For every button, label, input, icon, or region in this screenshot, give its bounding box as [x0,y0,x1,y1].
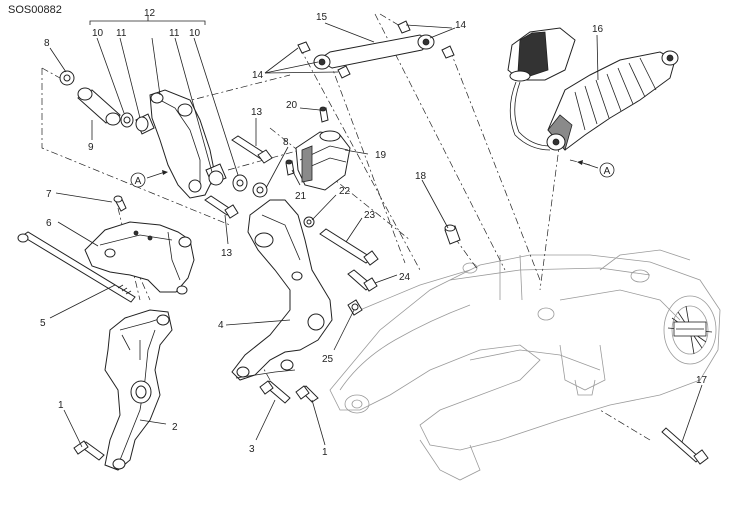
callout-25: 25 [322,354,334,365]
part-12-rocker-arm [149,89,216,199]
callout-10-right: 10 [189,28,201,39]
callout-18: 18 [415,171,427,182]
part-1-bolt-center [295,385,319,403]
part-20-screw [319,106,329,123]
svg-text:A: A [135,176,142,187]
callout-5: 5 [40,318,46,329]
callout-20: 20 [286,100,298,111]
part-14-bushing-c [397,20,411,34]
callout-6: 6 [46,218,52,229]
callout-23: 23 [364,210,376,221]
callout-21: 21 [295,191,307,202]
svg-text:A: A [604,166,611,177]
part-10-seal-right [232,174,248,192]
part-18-spacer [444,224,461,245]
part-25-nut [347,299,363,316]
part-5-long-bolt [17,231,136,303]
part-3-bolt [259,380,291,404]
callout-8-right: 8 [283,137,289,148]
callout-7: 7 [46,189,52,200]
part-8-washer-left [59,70,75,86]
part-6-bracket [84,221,195,295]
callout-11-right: 11 [169,28,180,39]
callout-13-lower: 13 [221,248,233,259]
callout-numbers: 12 8 10 11 11 10 9 13 8 13 7 6 5 4 1 2 3… [40,8,708,458]
part-9-bushing [77,87,121,126]
part-11-bearing-left [135,113,155,135]
part-15-tie-rod [313,34,435,70]
callout-10-left: 10 [92,28,104,39]
callout-8-top: 8 [44,38,50,49]
part-21-screw [285,159,295,176]
callout-1-left: 1 [58,400,64,411]
part-10-seal-left [120,112,134,128]
callout-16: 16 [592,24,604,35]
part-19-rubber-block [295,130,351,191]
part-14-bushing-b [337,65,351,79]
reference-marker-right: A [577,160,615,178]
part-17-bolt [661,427,709,465]
part-23-bolt [319,228,379,266]
callout-17: 17 [696,375,708,386]
callout-13-upper: 13 [251,107,263,118]
callout-14-top: 14 [455,20,467,31]
part-7-screw [113,195,127,212]
rear-hub-flange [663,295,717,365]
callout-1-center: 1 [322,447,328,458]
part-14-bushing-a [297,41,311,54]
reference-marker-left: A [130,170,168,188]
callout-11-left: 11 [116,28,127,39]
part-13-bolt-lower [204,195,239,219]
callout-4: 4 [218,320,224,331]
callout-19: 19 [375,150,387,161]
diagram-code: SOS00882 [8,4,62,16]
callout-15: 15 [316,12,328,23]
part-1-bolt-left [73,440,105,461]
part-16-shock-absorber [507,27,679,151]
callout-22: 22 [339,186,351,197]
swingarm-frame-outline [329,249,721,481]
callout-9: 9 [88,142,94,153]
callout-leaders [49,16,703,448]
part-13-bolt-upper [231,135,273,164]
part-14-bushing-d [441,45,455,59]
callout-2: 2 [172,422,178,433]
assembly-lines [41,13,651,441]
part-2-lower-bracket [104,309,173,471]
part-8-washer-right [252,182,268,198]
part-22-washer [303,216,315,228]
part-4-linkage-plate [231,199,333,381]
callout-3: 3 [249,444,255,455]
callout-24: 24 [399,272,411,283]
callout-12: 12 [144,8,156,19]
part-24-bolt [347,269,378,292]
callout-14-left: 14 [252,70,264,81]
